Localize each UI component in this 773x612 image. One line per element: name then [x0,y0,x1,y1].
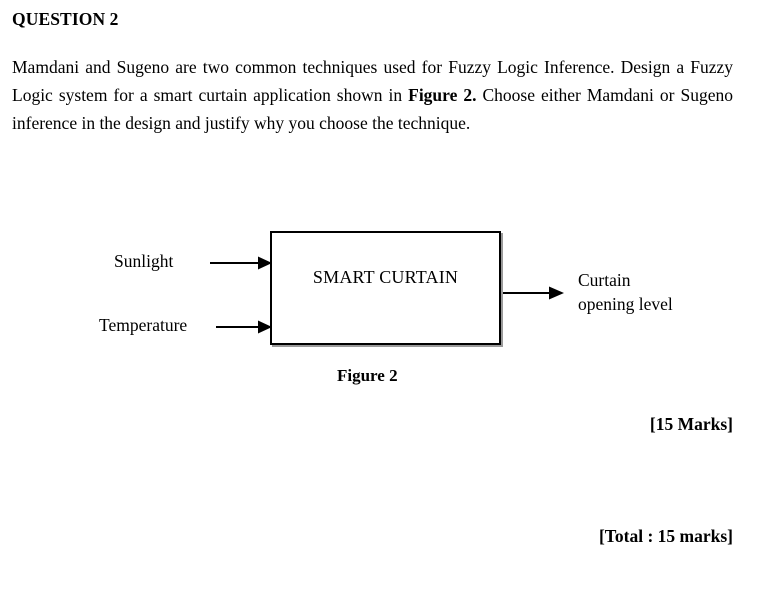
figure-reference: Figure 2. [408,85,477,105]
output-label-line-1: Curtain [578,270,631,290]
output-label-curtain-opening-level: Curtain opening level [578,268,738,316]
smart-curtain-block[interactable]: SMART CURTAIN [270,231,501,345]
input-arrow-temperature [216,320,272,334]
smart-curtain-block-label: SMART CURTAIN [312,266,459,287]
total-marks-label: [Total : 15 marks] [598,526,733,546]
input-label-temperature: Temperature [99,315,188,335]
output-arrow-curtain-opening-level [499,286,564,300]
question-marks-label: [15 Marks] [649,414,733,434]
figure-caption: Figure 2 [337,366,398,385]
input-label-sunlight: Sunlight [114,251,174,271]
question-text-segment-1: Mamdani and Sugeno are two common techni… [12,57,733,105]
question-body-text: Mamdani and Sugeno are two common techni… [12,53,733,137]
input-arrow-sunlight [210,256,272,270]
question-text-segment-2: Choose either Mamdani or Sugeno inferenc… [12,85,733,133]
page-title: QUESTION 2 [12,9,119,29]
output-label-line-2: opening level [578,294,673,314]
